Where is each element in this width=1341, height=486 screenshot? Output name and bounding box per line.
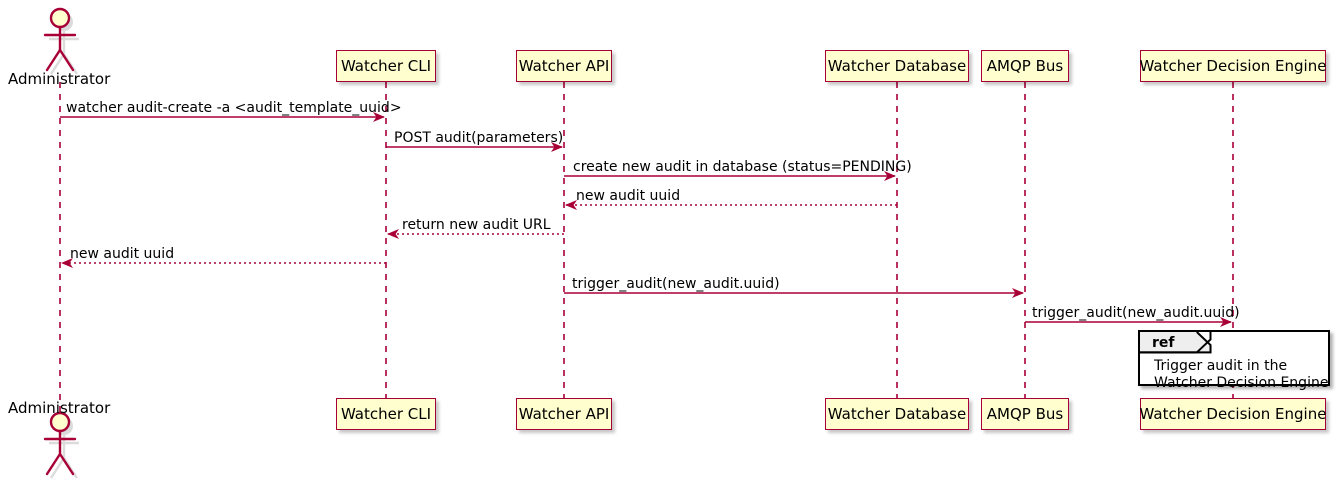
ref-body-line-1: Trigger audit in the xyxy=(1154,358,1288,374)
ref-body-line-2: Watcher Decision Engine xyxy=(1154,375,1329,391)
participant-label: AMQP Bus xyxy=(986,56,1064,75)
participant-amqp-bus-top[interactable]: AMQP Bus xyxy=(981,50,1069,82)
actor-label-administrator-bottom: Administrator xyxy=(8,399,111,417)
participant-watcher-cli-top[interactable]: Watcher CLI xyxy=(336,50,436,82)
participant-label: AMQP Bus xyxy=(986,404,1064,423)
message-label-7: trigger_audit(new_audit.uuid) xyxy=(572,276,780,292)
actor-label-administrator-top: Administrator xyxy=(8,70,111,88)
participant-label: Watcher Database xyxy=(827,404,967,423)
actor-figure-top xyxy=(43,7,79,75)
message-label-4: new audit uuid xyxy=(576,188,681,204)
participant-amqp-bus-bottom[interactable]: AMQP Bus xyxy=(981,398,1069,430)
ref-body-text: Trigger audit in the Watcher Decision En… xyxy=(1154,358,1328,392)
participant-label: Watcher API xyxy=(518,56,610,75)
participant-watcher-database-bottom[interactable]: Watcher Database xyxy=(825,398,969,430)
participant-watcher-database-top[interactable]: Watcher Database xyxy=(825,50,969,82)
message-label-1: watcher audit-create -a <audit_template_… xyxy=(66,100,402,116)
message-label-6: new audit uuid xyxy=(70,246,175,262)
message-label-3: create new audit in database (status=PEN… xyxy=(573,159,912,175)
ref-tab-outline xyxy=(1140,332,1328,384)
ref-fragment: ref Trigger audit in the Watcher Decisio… xyxy=(1138,330,1330,391)
participant-label: Watcher CLI xyxy=(340,404,432,423)
actor-figure-bottom xyxy=(43,411,79,479)
participant-watcher-api-bottom[interactable]: Watcher API xyxy=(516,398,612,430)
ref-tab-shape xyxy=(1140,332,1212,354)
message-arrows-group xyxy=(60,112,1232,327)
participant-label: Watcher Decision Engine xyxy=(1139,56,1327,75)
participant-label: Watcher API xyxy=(518,404,610,423)
participant-watcher-cli-bottom[interactable]: Watcher CLI xyxy=(336,398,436,430)
message-label-8: trigger_audit(new_audit.uuid) xyxy=(1032,305,1240,321)
participant-label: Watcher CLI xyxy=(340,56,432,75)
message-label-5: return new audit URL xyxy=(402,217,551,233)
participant-watcher-api-top[interactable]: Watcher API xyxy=(516,50,612,82)
message-label-2: POST audit(parameters) xyxy=(394,130,564,146)
participant-watcher-decision-engine-bottom[interactable]: Watcher Decision Engine xyxy=(1140,398,1326,430)
ref-tab-label: ref xyxy=(1152,335,1175,351)
lifelines-group xyxy=(59,82,1234,412)
participant-label: Watcher Decision Engine xyxy=(1139,404,1327,423)
participant-watcher-decision-engine-top[interactable]: Watcher Decision Engine xyxy=(1140,50,1326,82)
participant-label: Watcher Database xyxy=(827,56,967,75)
